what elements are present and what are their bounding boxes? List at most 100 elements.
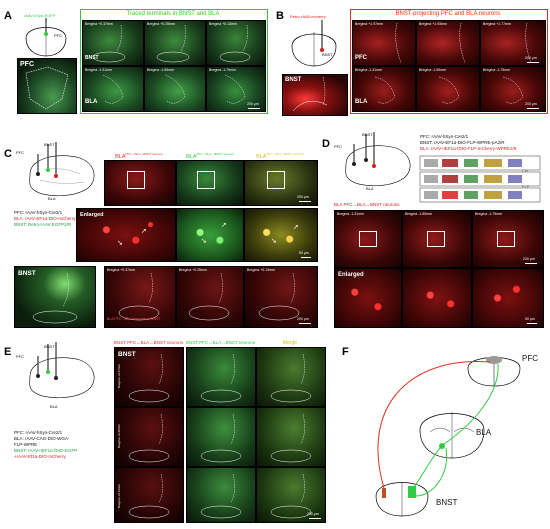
panel-f-pfc-to-bnst-path [377, 361, 491, 489]
panel-c-bnst-image: BNST [14, 266, 96, 328]
panel-d-enlarged-3: 50 μm [472, 268, 544, 328]
panel-e-row2-green [186, 407, 256, 467]
panel-b-bla-tile-1-bregma: Bregma -1.31mm [355, 68, 383, 72]
panel-c-overview-red [104, 160, 176, 206]
panel-e-legend: PFC: rAAV-hSyn-Cre2/1 BLA: rAAV-CAG-DIO-… [14, 430, 77, 460]
panel-b-bla-label: BLA [355, 99, 368, 105]
panel-b-pfc-tile-3: Bregma +1.77mm 200 μm [480, 20, 546, 66]
panel-f-bla-to-bnst-path [411, 447, 441, 491]
panel-b-pfc-tile-1: Bregma +1.97mm PFC [352, 20, 416, 66]
panel-e-title-1: BNST PFC→BLA→BNST neurons [114, 340, 184, 345]
panel-f-pfc-to-bla-path [443, 363, 499, 445]
panel-d-construct-diagram [419, 155, 541, 203]
panel-c-legend-line-1: PFC: rAAV-hSyn-Cre2/1 [14, 210, 63, 215]
panel-c-title-2-sup: PFC→BLA→BNST neurons [196, 152, 234, 156]
panel-d-legend-line-1: PFC: rAAV-hSyn-Cre2/1 [420, 134, 469, 139]
panel-d-brain-schematic [345, 132, 411, 187]
panel-b-pfc-tile-1-bregma: Bregma +1.97mm [355, 22, 383, 26]
panel-c-arrow-5: ➘ [271, 238, 277, 245]
panel-b-scale-top-label: 200 μm [525, 56, 537, 60]
panel-c-bnst-tile-3-bregma: Bregma +0.13mm [247, 268, 275, 272]
panel-a-bla-tile-1-bregma: Bregma -1.31mm [85, 68, 113, 72]
panel-e-bnst-marker: BNST [44, 344, 55, 349]
panel-c-title-3: BLAPFC→BLA→BNST neurons [244, 152, 316, 160]
panel-c-bnst-tile-2-bregma: Bregma +0.25mm [179, 268, 207, 272]
panel-a-bnst-tile-1-bregma: Bregma +0.37mm [85, 22, 113, 26]
panel-c-title-1-main: BLA [115, 153, 126, 160]
panel-d-construct-cre: Cre [522, 168, 529, 173]
panel-c-arrow-4: ➚ [221, 222, 227, 229]
panel-d-enlarged-label: Enlarged [338, 272, 364, 278]
panel-a-bla-tile-3-bregma: Bregma -1.79mm [209, 68, 237, 72]
panel-c-legend-line-2: BLA: rAAV-EF1α-DIO-mCherry2/9 [14, 216, 82, 221]
panel-a-brain-schematic [25, 18, 67, 57]
panel-a-pfc-marker: PFC [54, 33, 62, 38]
panel-c-scale-bottom-label: 200 μm [297, 317, 309, 321]
panel-d-tile-1: Bregma -1.31mm [334, 210, 402, 268]
panel-a-bla-tile-2-bregma: Bregma -1.55mm [147, 68, 175, 72]
panel-a-pfc-image-label: PFC [20, 61, 34, 68]
panel-b-letter: B [276, 10, 284, 22]
panel-e-legend-line-4: BNST: rAAV-nEF1α-fDIO-EGFP [14, 448, 78, 453]
panel-a-title: Traced terminals in BNST and BLA [126, 11, 220, 17]
panel-b-bla-tile-2: Bregma -1.55mm [416, 66, 480, 112]
panel-b-pfc-tile-2-bregma: Bregma +1.93mm [419, 22, 447, 26]
panel-b-scale-bottom-bar [527, 108, 539, 109]
panel-d-pfc-marker: PFC [334, 144, 342, 149]
panel-b-bla-tile-2-bregma: Bregma -1.55mm [419, 68, 447, 72]
panel-b-bnst-image: BNST [282, 74, 348, 116]
panel-e-row3-green [186, 467, 256, 523]
panel-d-construct-flp: FLP [522, 184, 530, 189]
panel-b-bla-tile-1: Bregma -1.31mm BLA [352, 66, 416, 112]
panel-e-bla-marker: BLA [50, 404, 58, 409]
panel-b-scale-top-bar [527, 62, 539, 63]
panel-f-circuit-diagram [375, 356, 521, 517]
panel-c-roi-box-3 [267, 171, 285, 189]
panel-b-bnst-marker: BNST [322, 52, 333, 57]
panel-d-legend-line-3: BLA: rAAV-nEF1α-fDIO-FLP-mCherry-WPRE2/9 [420, 146, 517, 151]
panel-b-title-bracket [350, 9, 548, 114]
panel-e-row3-red: Bregma +0.13mm [114, 467, 184, 523]
panel-e-scale-bar [309, 518, 321, 519]
panel-c-arrow-6: ➚ [293, 224, 299, 231]
panel-d-tile-3-bregma: Bregma -1.79mm [475, 212, 503, 216]
panel-d-scale-small-label: 50 μm [525, 317, 535, 321]
panel-d-legend-line-2: BNST: rAAV-EF1α-DIO-FLP-WPRE-pA2/R [420, 140, 505, 145]
panel-f-bnst-green-neuron [408, 486, 416, 498]
panel-e-legend-line-1: PFC: rAAV-hSyn-Cre2/1 [14, 430, 63, 435]
panel-a-bla-tile-1: Bregma -1.31mm BLA [82, 66, 144, 112]
panel-b-bla-tile-3: Bregma -1.79mm 200 μm [480, 66, 546, 112]
panel-c-letter: C [4, 148, 12, 160]
panel-c-enlarged-merge: ➘ ➚ 50 μm [244, 208, 318, 262]
panel-f-bnst-label: BNST [436, 498, 458, 507]
panel-b-scale-bottom-label: 200 μm [525, 102, 537, 106]
panel-d-scale-top-bar [525, 263, 537, 264]
panel-d-roi-box-1 [359, 231, 377, 247]
panel-a-scale-bar [248, 108, 260, 109]
panel-d-roi-box-3 [497, 231, 515, 247]
panel-a-bla-tile-3: Bregma -1.79mm 200 μm [206, 66, 266, 112]
panel-e-row1-red: BNST Bregma +0.37mm [114, 347, 184, 407]
panel-a-title-bracket [80, 9, 268, 114]
panel-e-pfc-marker: PFC [16, 354, 24, 359]
panel-e-legend-line-2: BLA: rAAV-CAG-DIO-WGA- [14, 436, 70, 441]
panel-c-title-2-main: BLA [186, 153, 197, 160]
panel-c-bnst-tile-2: Bregma +0.25mm [176, 266, 244, 328]
panel-e-title-2: BNST PFC→BLA→BNST neurons [186, 340, 256, 345]
panel-b-title: BNST-projecting PFC and BLA neurons [395, 11, 501, 17]
panel-a-bla-tile-2: Bregma -1.55mm [144, 66, 206, 112]
panel-f-pfc-label: PFC [522, 354, 538, 363]
panel-c-bnst-tile-1: Bregma +0.37mm BLA PFC→BLA terminals in … [104, 266, 176, 328]
panel-d-scale-small-bar [527, 323, 537, 324]
panel-c-legend-line-3: BNST: Retro-rAAV-EGFP2/R [14, 222, 72, 227]
panel-c-title-2: BLAPFC→BLA→BNST neurons [176, 152, 244, 160]
panel-b-bla-tile-3-bregma: Bregma -1.79mm [483, 68, 511, 72]
panel-c-roi-box-1 [127, 171, 145, 189]
panel-c-enlarged-label: Enlarged [80, 212, 104, 218]
panel-c-arrow-3: ➘ [201, 238, 207, 245]
panel-f-pfc-neurons [486, 356, 502, 364]
panel-c-scale-top-bar [299, 201, 311, 202]
panel-d-tile-1-bregma: Bregma -1.31mm [337, 212, 365, 216]
panel-a-bnst-tile-2: Bregma +0.25mm [144, 20, 206, 66]
panel-f-letter: F [342, 346, 349, 358]
